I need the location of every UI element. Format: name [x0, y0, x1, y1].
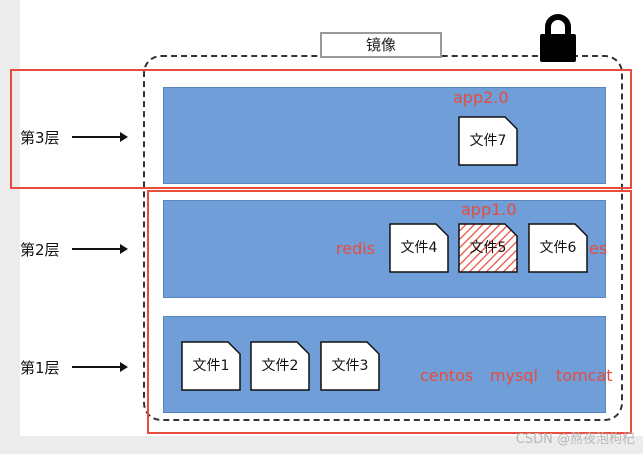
file-6: 文件6 — [528, 223, 588, 273]
watermark: CSDN @熬夜泡枸杞 — [515, 432, 635, 447]
file-2: 文件2 — [250, 341, 310, 391]
annotation-app1: app1.0 — [461, 200, 517, 219]
lock-icon — [540, 14, 576, 62]
highlight-box-top — [10, 69, 632, 189]
file-7: 文件7 — [458, 116, 518, 166]
document-icon — [389, 223, 449, 273]
file-1: 文件1 — [181, 341, 241, 391]
hatched-document-icon — [458, 223, 518, 273]
highlight-box-bottom — [147, 190, 632, 434]
file-4: 文件4 — [389, 223, 449, 273]
document-icon — [320, 341, 380, 391]
image-label: 镜像 — [320, 32, 442, 58]
layer-1-label: 第1层 — [20, 359, 60, 377]
file-5-hatched: 文件5 — [458, 223, 518, 273]
layer-3-label: 第3层 — [20, 129, 60, 147]
document-icon — [528, 223, 588, 273]
frame-left — [0, 0, 20, 454]
layer-2-arrow — [72, 244, 128, 254]
file-3: 文件3 — [320, 341, 380, 391]
document-icon — [181, 341, 241, 391]
annotation-tomcat: tomcat — [556, 366, 613, 385]
layer-3-arrow — [72, 132, 128, 142]
layer-3 — [163, 87, 606, 184]
annotation-es: es — [589, 239, 608, 258]
annotation-redis: redis — [336, 239, 376, 258]
document-icon — [250, 341, 310, 391]
layer-2-label: 第2层 — [20, 241, 60, 259]
annotation-app2: app2.0 — [453, 88, 509, 107]
frame-bottom — [0, 436, 643, 454]
document-icon — [458, 116, 518, 166]
annotation-mysql: mysql — [490, 366, 538, 385]
annotation-centos: centos — [420, 366, 474, 385]
layer-1-arrow — [72, 362, 128, 372]
